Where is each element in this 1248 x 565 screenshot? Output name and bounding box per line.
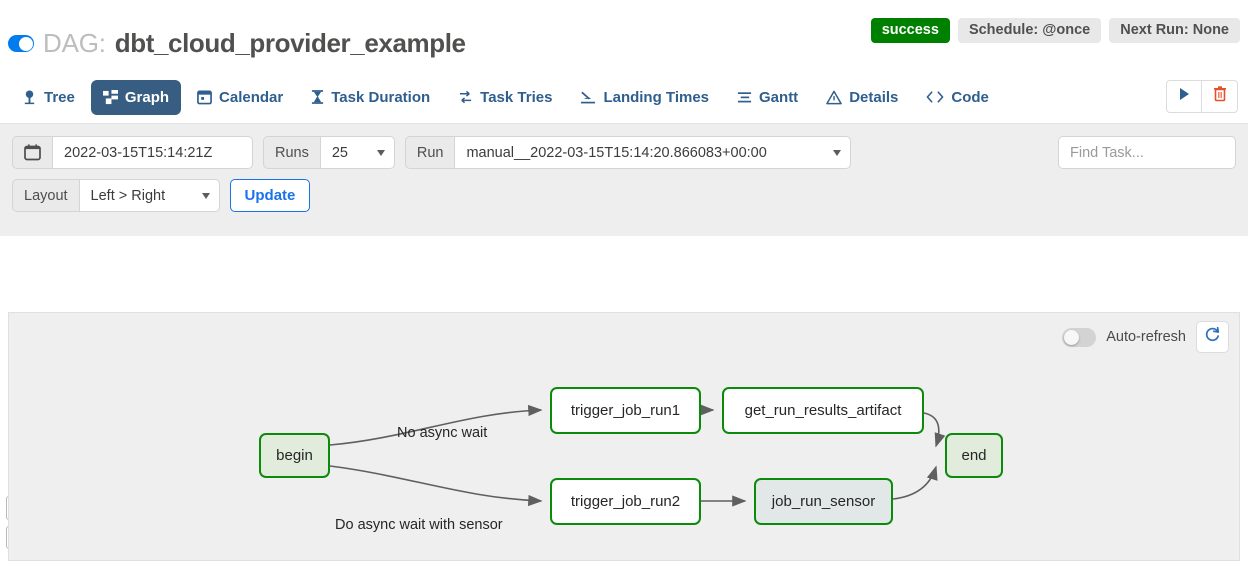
layout-select[interactable]: Left > Right — [79, 179, 220, 212]
dag-node-job_run_sensor[interactable]: job_run_sensor — [754, 478, 893, 525]
dag-node-begin[interactable]: begin — [259, 433, 330, 478]
play-icon — [1178, 87, 1191, 106]
dag-node-trigger_job_run2[interactable]: trigger_job_run2 — [550, 478, 701, 525]
calendar-icon[interactable] — [12, 136, 53, 169]
schedule-badge: Schedule: @once — [957, 18, 1102, 43]
tab-label: Calendar — [219, 88, 284, 106]
refresh-icon — [1204, 326, 1221, 348]
runs-select-value: 25 — [331, 144, 348, 161]
tab-label: Task Tries — [480, 88, 553, 106]
dag-name: dbt_cloud_provider_example — [114, 28, 466, 58]
tab-label: Graph — [124, 88, 170, 106]
status-badge: success — [870, 18, 950, 43]
trigger-dag-button[interactable] — [1166, 80, 1202, 113]
landing-icon — [580, 90, 596, 105]
search-input[interactable]: Find Task... — [1058, 136, 1236, 169]
dag-header: DAG: dbt_cloud_provider_example success … — [0, 0, 1248, 70]
calendar-icon — [197, 89, 212, 105]
tab-label: Gantt — [759, 88, 799, 106]
tab-calendar[interactable]: Calendar — [185, 80, 295, 115]
warning-triangle-icon — [826, 90, 842, 105]
hourglass-icon — [311, 89, 324, 105]
trash-icon — [1213, 86, 1227, 107]
dag-view-navbar: Tree Graph Calendar Task Duration Task T — [0, 70, 1248, 124]
code-brackets-icon — [926, 90, 944, 104]
page-title: DAG: dbt_cloud_provider_example — [8, 28, 466, 59]
auto-refresh-label: Auto-refresh — [1106, 329, 1186, 345]
execution-date-input[interactable]: 2022-03-15T15:14:21Z — [53, 136, 253, 169]
tab-label: Landing Times — [603, 88, 710, 106]
tab-gantt[interactable]: Gantt — [725, 80, 810, 115]
runs-select[interactable]: 25 — [320, 136, 395, 169]
tab-label: Details — [849, 88, 899, 106]
chevron-down-icon — [376, 149, 385, 156]
retry-icon — [458, 90, 473, 105]
tab-task-duration[interactable]: Task Duration — [299, 80, 442, 115]
run-group: Run manual__2022-03-15T15:14:20.866083+0… — [404, 136, 852, 169]
run-select[interactable]: manual__2022-03-15T15:14:20.866083+00:00 — [455, 136, 852, 169]
tab-details[interactable]: Details — [814, 80, 910, 115]
next-run-badge: Next Run: None — [1109, 18, 1240, 43]
dag-prefix-label: DAG: — [43, 28, 106, 58]
dag-edge-label: Do async wait with sensor — [335, 517, 503, 533]
refresh-button[interactable] — [1196, 321, 1229, 353]
tab-label: Tree — [44, 88, 75, 106]
execution-date-group: 2022-03-15T15:14:21Z — [12, 136, 253, 169]
dag-node-end[interactable]: end — [945, 433, 1003, 478]
tab-label: Task Duration — [331, 88, 431, 106]
delete-dag-button[interactable] — [1202, 80, 1238, 113]
tab-landing-times[interactable]: Landing Times — [568, 80, 721, 115]
graph-icon — [102, 89, 118, 105]
dag-status-badges: success Schedule: @once Next Run: None — [870, 18, 1240, 43]
dag-filter-panel: 2022-03-15T15:14:21Z Runs 25 Run manual_… — [0, 124, 1248, 236]
dag-action-buttons — [1166, 80, 1238, 113]
gantt-icon — [737, 90, 752, 104]
layout-group: Layout Left > Right — [12, 179, 220, 212]
graph-refresh-controls: Auto-refresh — [1062, 321, 1229, 353]
runs-label: Runs — [263, 136, 321, 169]
tab-tree[interactable]: Tree — [10, 80, 87, 115]
filter-row-layout: Layout Left > Right Update — [12, 179, 1236, 212]
dag-edge-label: No async wait — [397, 425, 488, 441]
tab-code[interactable]: Code — [914, 80, 1001, 115]
update-button[interactable]: Update — [229, 179, 311, 212]
dag-node-trigger_job_run1[interactable]: trigger_job_run1 — [550, 387, 701, 434]
tab-task-tries[interactable]: Task Tries — [446, 80, 564, 115]
graph-legend: DbtCloudGetJobRunArtifactOperatorDbtClou… — [0, 236, 1248, 553]
chevron-down-icon — [201, 192, 210, 199]
run-select-value: manual__2022-03-15T15:14:20.866083+00:00 — [466, 144, 767, 161]
dag-edges — [329, 404, 946, 507]
auto-refresh-toggle[interactable] — [1062, 327, 1097, 347]
filter-row-primary: 2022-03-15T15:14:21Z Runs 25 Run manual_… — [12, 136, 1236, 169]
tab-graph[interactable]: Graph — [90, 79, 182, 115]
run-label: Run — [404, 136, 456, 169]
layout-label: Layout — [12, 179, 80, 212]
dag-pause-toggle[interactable] — [8, 35, 34, 52]
layout-select-value: Left > Right — [90, 187, 166, 204]
tree-icon — [22, 89, 37, 105]
dag-node-get_run_results_artifact[interactable]: get_run_results_artifact — [722, 387, 924, 434]
tab-label: Code — [951, 88, 989, 106]
chevron-down-icon — [833, 149, 842, 156]
runs-group: Runs 25 — [263, 136, 395, 169]
